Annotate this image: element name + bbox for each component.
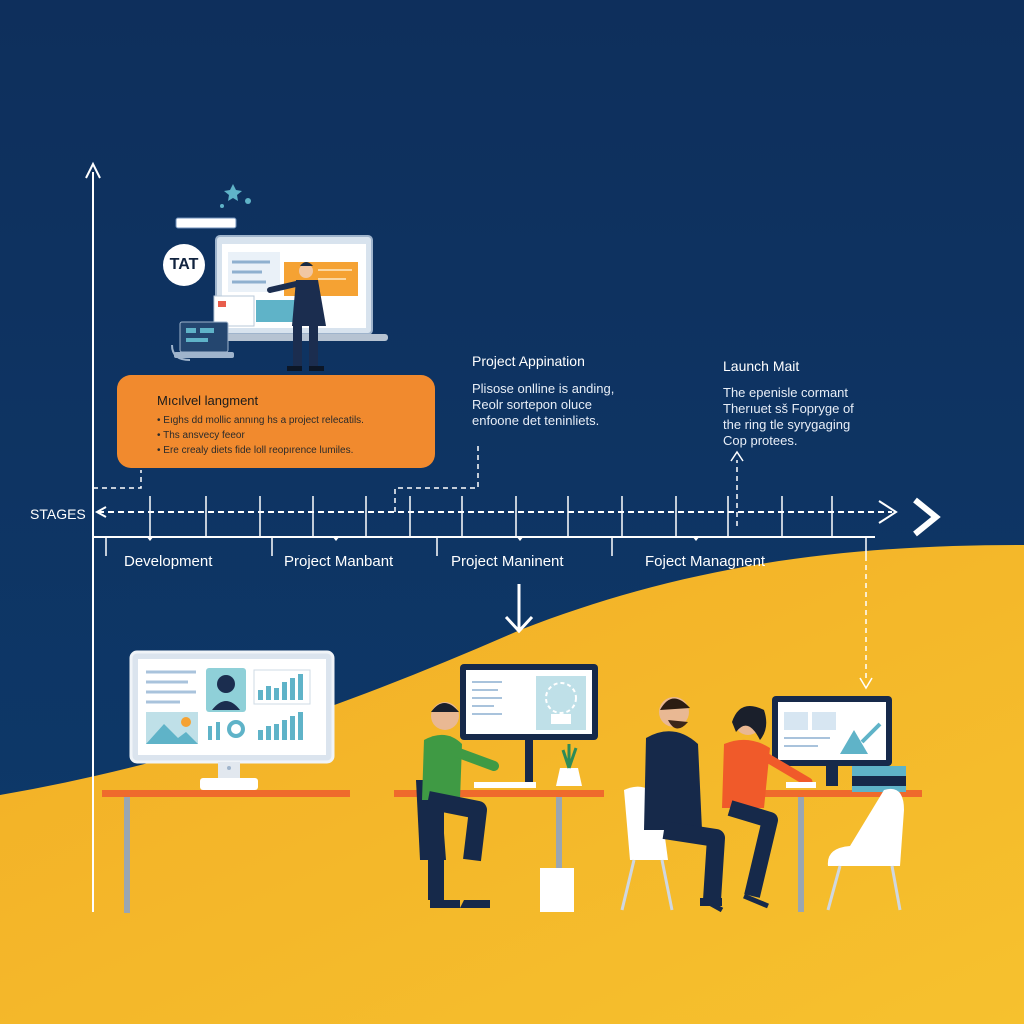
callout-middle: Project Appination Plisose onlline is an… <box>472 353 614 429</box>
right-workstation <box>620 696 906 913</box>
dashed-connectors <box>93 444 867 680</box>
callout-middle-body: Plisose onlline is anding, Reolr sortepo… <box>472 381 614 429</box>
stage-markers <box>146 536 700 541</box>
callout-right-line: the ring tle syrygaging <box>723 417 851 432</box>
stage-label-3: Project Maninent <box>451 553 564 570</box>
badge-circle: TAT <box>163 244 205 286</box>
stage-label-4: Foject Managnent <box>645 553 766 570</box>
desks <box>102 790 922 913</box>
middle-workstation <box>416 664 598 908</box>
stage-label-2: Project Manbant <box>284 553 394 570</box>
callout-middle-title: Project Appination <box>472 353 585 369</box>
presenter-illustration <box>171 184 388 371</box>
callout-right-line: The epenisle cormant <box>723 385 849 400</box>
badge-text: TAT <box>169 256 199 273</box>
vertical-axis <box>85 161 101 912</box>
orange-callout-line: • Ths ansvecy feeor <box>157 430 245 441</box>
callout-middle-line: Reolr sortepon oluce <box>472 397 592 412</box>
callout-right-line: Cop protees. <box>723 433 798 448</box>
connector-arrowheads <box>730 450 873 690</box>
orange-callout-line: • Eıghs dd mollic annıng hs a project re… <box>157 415 364 426</box>
callout-right-title: Launch Mait <box>723 358 800 374</box>
orange-callout: Mıcılvel langment • Eıghs dd mollic annı… <box>117 375 435 468</box>
timeline-ticks <box>105 496 867 556</box>
down-arrow <box>504 584 534 634</box>
timeline <box>93 497 941 538</box>
orange-callout-title: Mıcılvel langment <box>157 393 259 408</box>
dashboard-monitor <box>129 650 335 790</box>
callout-right-line: Therıuet sš Fopryge of <box>723 401 854 416</box>
callout-middle-line: Plisose onlline is anding, <box>472 381 615 396</box>
callout-middle-line: enfoone det teninliets. <box>472 413 600 428</box>
callout-right: Launch Mait The epenisle cormant Therıue… <box>723 358 854 449</box>
stage-label-1: Development <box>124 553 213 570</box>
orange-callout-line: • Ere crealy diets fide loll reopırence … <box>157 445 354 456</box>
axis-label: STAGES <box>30 506 86 522</box>
orange-callout-body: • Eıghs dd mollic annıng hs a project re… <box>157 413 364 458</box>
callout-right-body: The epenisle cormant Therıuet sš Fopryge… <box>723 385 854 449</box>
